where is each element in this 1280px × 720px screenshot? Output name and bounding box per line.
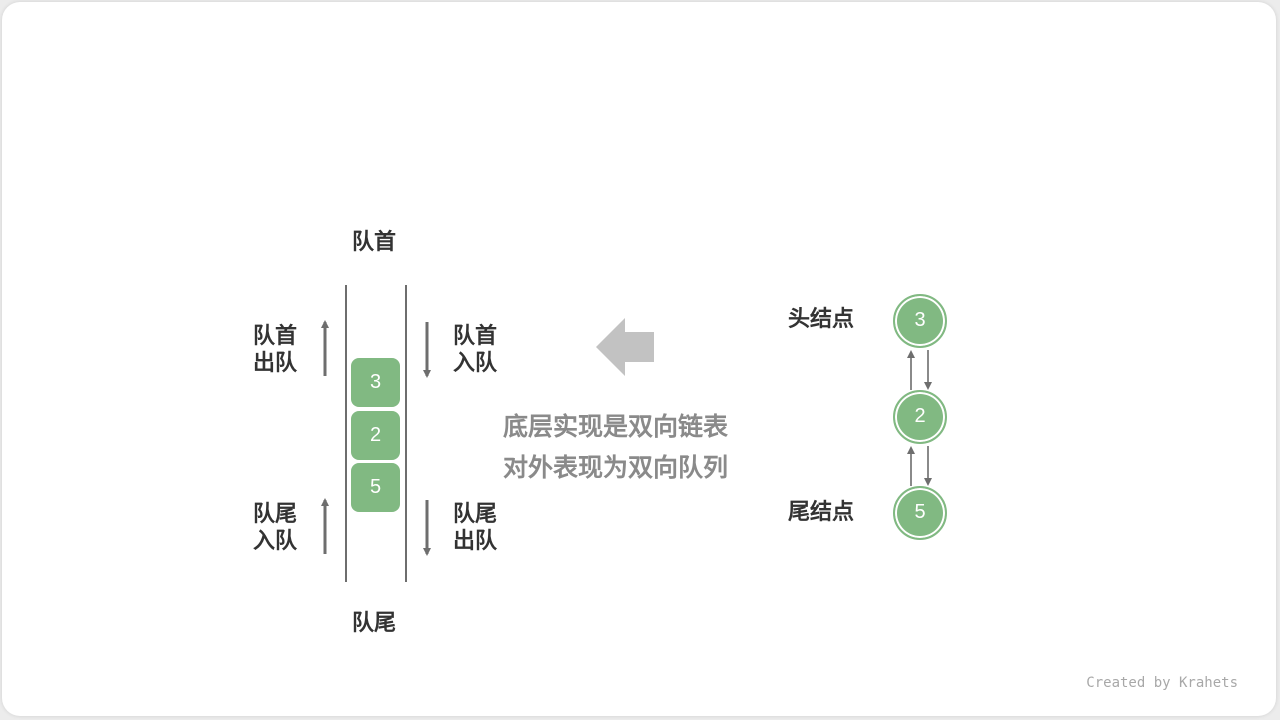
head-node-label: 头结点 bbox=[788, 307, 855, 332]
list-node: 3 bbox=[891, 292, 949, 350]
list-node: 2 bbox=[891, 388, 949, 446]
deque-rear-label: 队尾 bbox=[352, 611, 397, 636]
deque-front-label: 队首 bbox=[352, 230, 397, 255]
front-push-label-line1: 队首 bbox=[453, 324, 498, 349]
tail-node-label: 尾结点 bbox=[788, 500, 855, 525]
deque-item: 2 bbox=[351, 411, 400, 460]
list-node: 5 bbox=[891, 484, 949, 542]
note-line-2: 对外表现为双向队列 bbox=[503, 453, 729, 482]
list-node-value: 3 bbox=[914, 309, 926, 331]
rear-pop-label-line2: 出队 bbox=[453, 529, 498, 554]
rear-pop-label-line1: 队尾 bbox=[453, 502, 498, 527]
deque-right-wall bbox=[405, 285, 407, 582]
credit-text: Created by Krahets bbox=[1086, 675, 1238, 691]
deque-left-wall bbox=[345, 285, 347, 582]
big-left-arrow-icon bbox=[596, 318, 654, 376]
list-node-ring bbox=[893, 486, 947, 540]
list-node-value: 2 bbox=[914, 405, 926, 427]
rear-push-label-line1: 队尾 bbox=[253, 502, 298, 527]
note-line-1: 底层实现是双向链表 bbox=[503, 412, 729, 441]
front-pop-label-line1: 队首 bbox=[253, 324, 298, 349]
deque-item: 3 bbox=[351, 358, 400, 407]
list-node-ring bbox=[893, 390, 947, 444]
rear-push-label-line2: 入队 bbox=[253, 529, 298, 554]
deque-item: 5 bbox=[351, 463, 400, 512]
front-pop-label-line2: 出队 bbox=[253, 351, 298, 376]
front-push-label-line2: 入队 bbox=[453, 351, 498, 376]
list-node-ring bbox=[893, 294, 947, 348]
list-node-value: 5 bbox=[914, 501, 926, 523]
